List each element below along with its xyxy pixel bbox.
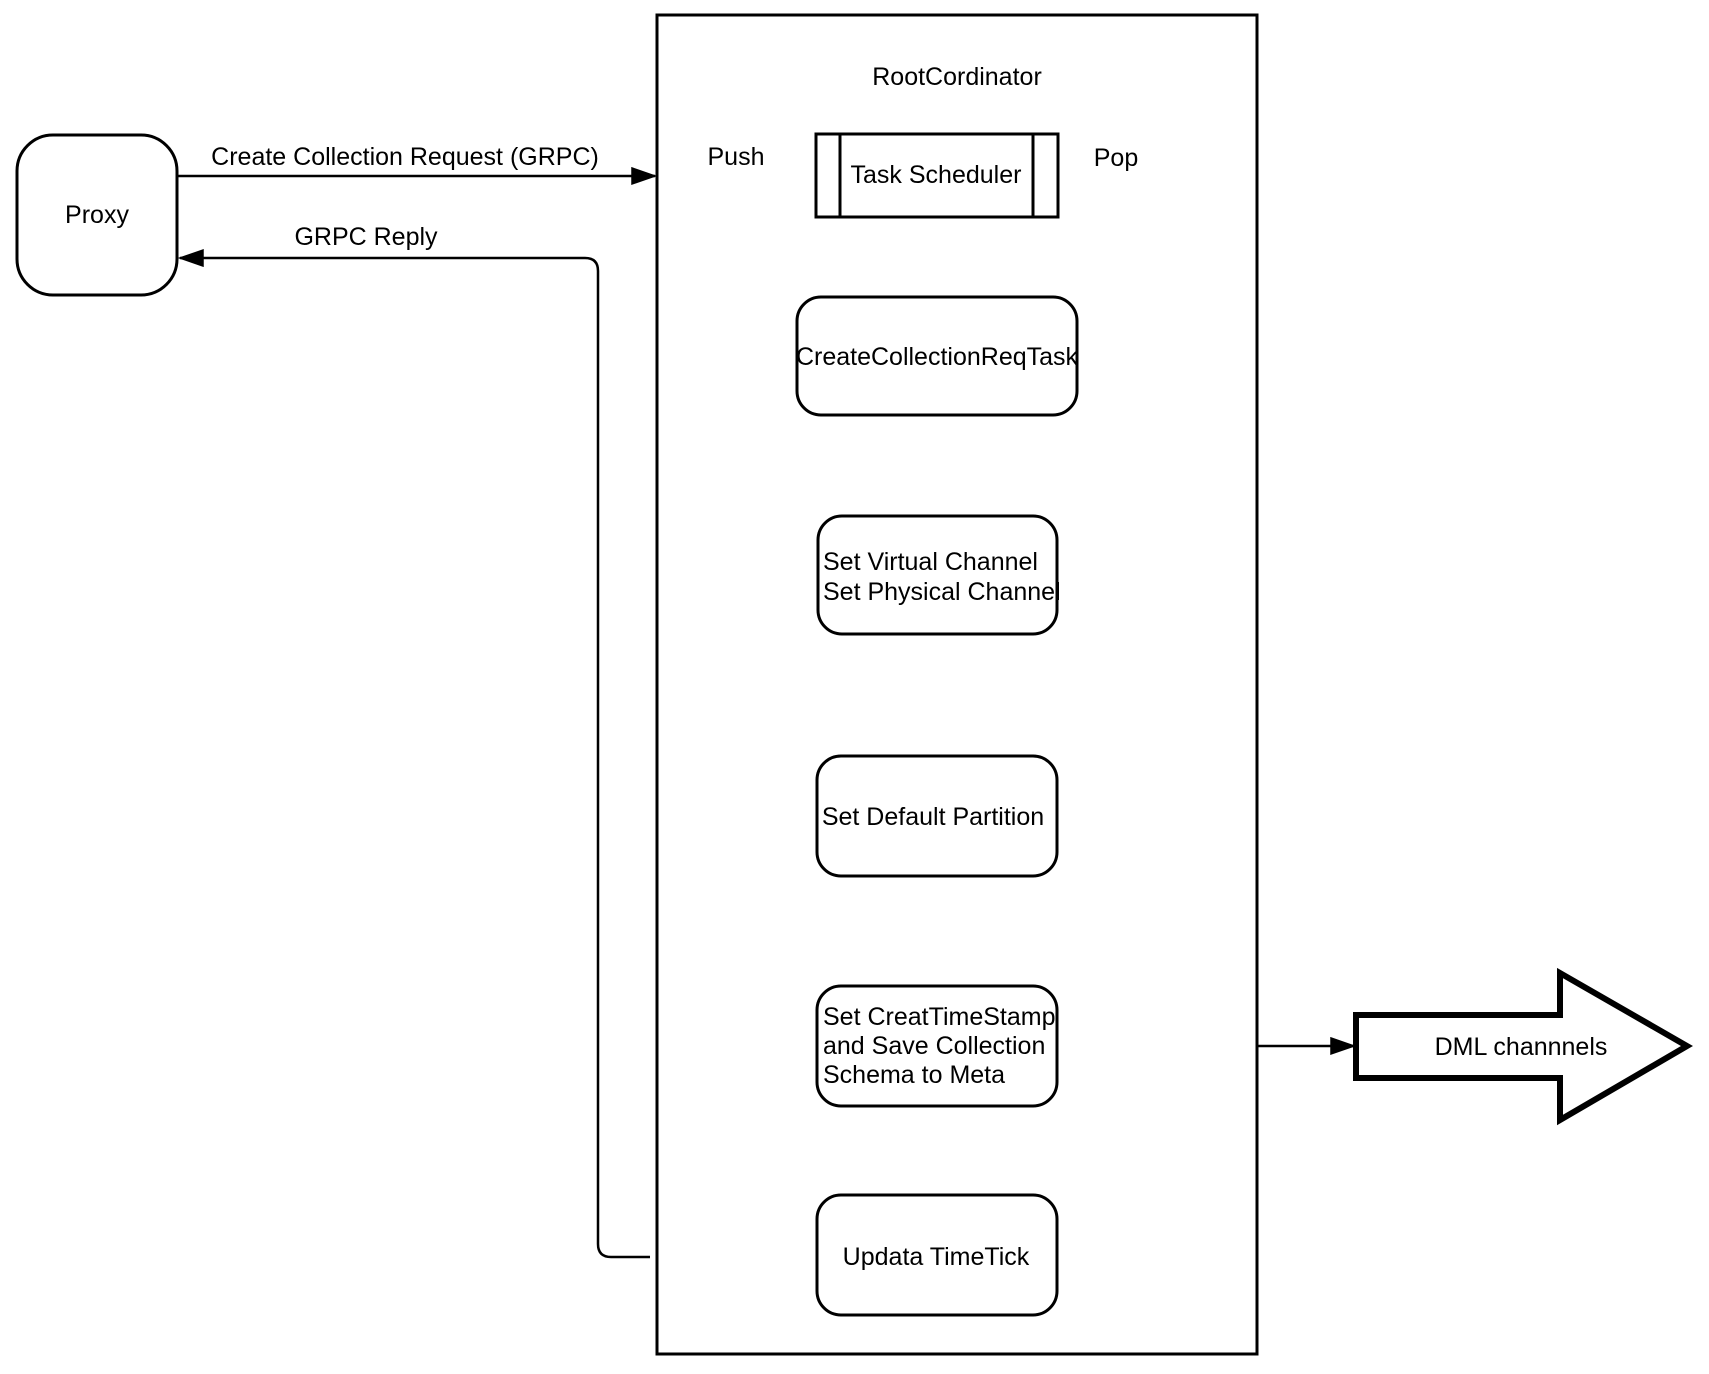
task-scheduler-node [814,132,1060,219]
proxy-node [15,133,179,297]
set-timestamp-node [815,984,1059,1108]
push-label: Push [708,143,765,171]
grpc-reply-label: GRPC Reply [294,223,438,251]
edge-grpc-reply [180,258,650,1259]
set-timestamp-label-line-3: Schema to Meta [823,1061,1005,1089]
set-default-partition-label: Set Default Partition [822,803,1044,831]
create-collection-req-task-label: CreateCollectionReqTask [796,343,1079,371]
dml-channels-arrow [1353,967,1693,1126]
task-scheduler-label: Task Scheduler [851,161,1022,189]
proxy-label: Proxy [65,201,129,229]
set-channels-label-line-2: Set Physical Channel [823,578,1061,606]
set-channels-node [816,514,1059,636]
set-channels-label-line-1: Set Virtual Channel [823,548,1038,576]
create-collection-req-task-node [795,295,1079,417]
set-default-partition-node [815,754,1059,878]
update-timetick-node [815,1193,1059,1317]
pop-label: Pop [1094,144,1138,172]
root-coordinator-title: RootCordinator [872,63,1042,91]
set-timestamp-label-line-2: and Save Collection [823,1032,1045,1060]
update-timetick-label: Updata TimeTick [843,1243,1030,1271]
dml-channels-label: DML channnels [1435,1033,1608,1061]
set-timestamp-label-line-1: Set CreatTimeStamp [823,1003,1055,1031]
create-collection-request-label: Create Collection Request (GRPC) [211,143,599,171]
root-coordinator-container [655,13,1259,1356]
